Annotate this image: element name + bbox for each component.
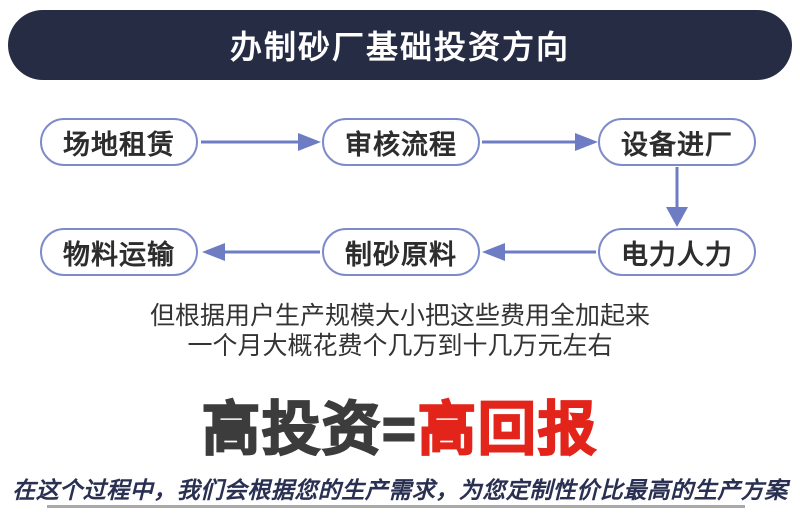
footer-tagline: 在这个过程中，我们会根据您的生产需求，为您定制性价比最高的生产方案 — [12, 477, 788, 503]
slogan-high-investment: 高投资= — [201, 396, 418, 463]
flow-box-label: 电力人力 — [621, 239, 733, 270]
title-banner: 办制砂厂基础投资方向 — [8, 10, 792, 80]
slogan: 高投资=高回报 — [0, 382, 800, 466]
footer-divider — [47, 505, 745, 508]
slogan-high-return: 高回报 — [417, 396, 598, 463]
flow-box-label: 物料运输 — [63, 239, 175, 270]
arrow-right-icon — [201, 133, 321, 151]
flow-box-label: 场地租赁 — [63, 129, 175, 160]
flow-box-label: 审核流程 — [345, 129, 457, 160]
flow-box-label: 制砂原料 — [345, 239, 457, 270]
flow-box-sand-raw-material: 制砂原料 — [322, 228, 480, 276]
arrow-left-icon — [202, 243, 320, 261]
flow-box-review-process: 审核流程 — [322, 118, 480, 166]
cost-description-line2: 一个月大概花费个几万到十几万元左右 — [187, 332, 613, 360]
page-title: 办制砂厂基础投资方向 — [229, 29, 570, 65]
cost-description-line1: 但根据用户生产规模大小把这些费用全加起来 — [149, 302, 650, 330]
flow-box-label: 设备进厂 — [621, 129, 733, 160]
flow-box-material-transport: 物料运输 — [40, 228, 198, 276]
arrow-right-icon — [482, 133, 598, 151]
flow-box-power-manpower: 电力人力 — [598, 228, 756, 276]
arrow-down-icon — [666, 167, 688, 227]
flow-box-site-rental: 场地租赁 — [40, 118, 198, 166]
flow-box-equipment-entry: 设备进厂 — [598, 118, 756, 166]
cost-description: 但根据用户生产规模大小把这些费用全加起来 一个月大概花费个几万到十几万元左右 — [0, 301, 800, 361]
arrow-left-icon — [482, 243, 596, 261]
